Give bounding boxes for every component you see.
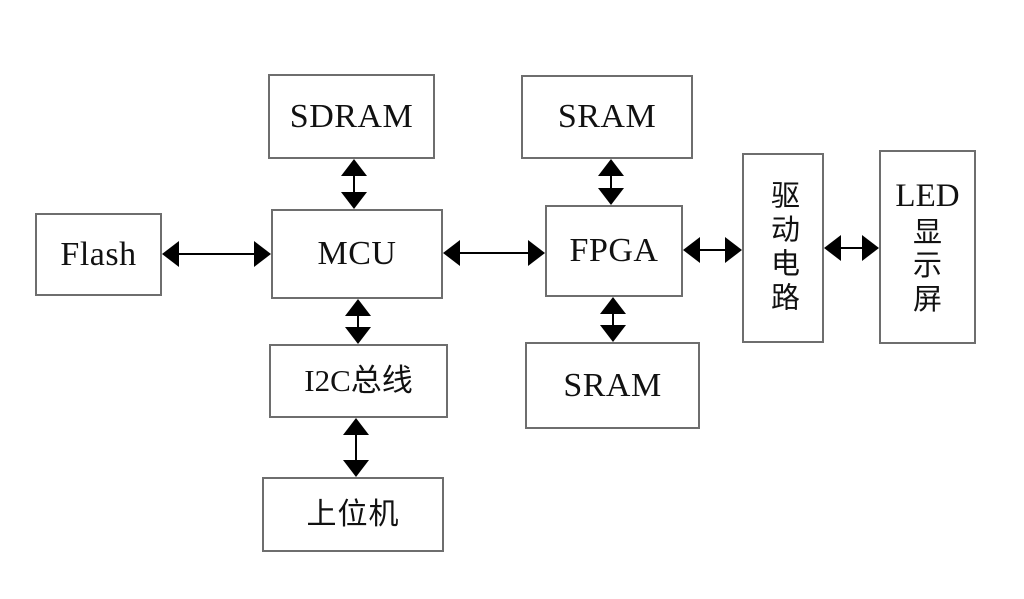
connector-i2c-host: [341, 418, 371, 477]
connector-mcu-i2c: [343, 299, 373, 344]
block-i2c-bus-label: I2C总线: [304, 362, 413, 398]
block-sram-top[interactable]: SRAM: [521, 75, 693, 159]
block-fpga[interactable]: FPGA: [545, 205, 683, 297]
block-sram-bottom[interactable]: SRAM: [525, 342, 700, 429]
block-led-display-label-rest: 显示屏: [912, 214, 942, 316]
block-i2c-bus[interactable]: I2C总线: [269, 344, 448, 418]
block-fpga-label: FPGA: [569, 232, 659, 270]
connector-mcu-fpga: [443, 238, 545, 268]
connector-flash-mcu: [162, 239, 271, 269]
connector-fpga-driver: [683, 235, 742, 265]
block-driver-circuit[interactable]: 驱动电路: [742, 153, 824, 343]
block-host-computer-label: 上位机: [306, 496, 400, 532]
block-driver-circuit-label: 驱动电路: [766, 180, 801, 316]
block-sram-top-label: SRAM: [557, 98, 657, 136]
block-mcu-label: MCU: [317, 235, 397, 273]
connector-sdram-mcu: [339, 159, 369, 209]
block-led-display-label: LED 显示屏: [895, 144, 959, 350]
block-mcu[interactable]: MCU: [271, 209, 443, 299]
connector-sramtop-fpga: [596, 159, 626, 205]
block-led-display-label-top: LED: [895, 178, 960, 215]
block-sram-bottom-label: SRAM: [563, 366, 662, 404]
block-host-computer[interactable]: 上位机: [262, 477, 444, 552]
block-sdram[interactable]: SDRAM: [268, 74, 435, 159]
connector-fpga-srambot: [598, 297, 628, 342]
block-flash-label: Flash: [60, 235, 137, 273]
block-flash[interactable]: Flash: [35, 213, 162, 296]
block-sdram-label: SDRAM: [289, 97, 414, 135]
connector-driver-led: [824, 233, 879, 263]
block-led-display[interactable]: LED 显示屏: [879, 150, 976, 344]
